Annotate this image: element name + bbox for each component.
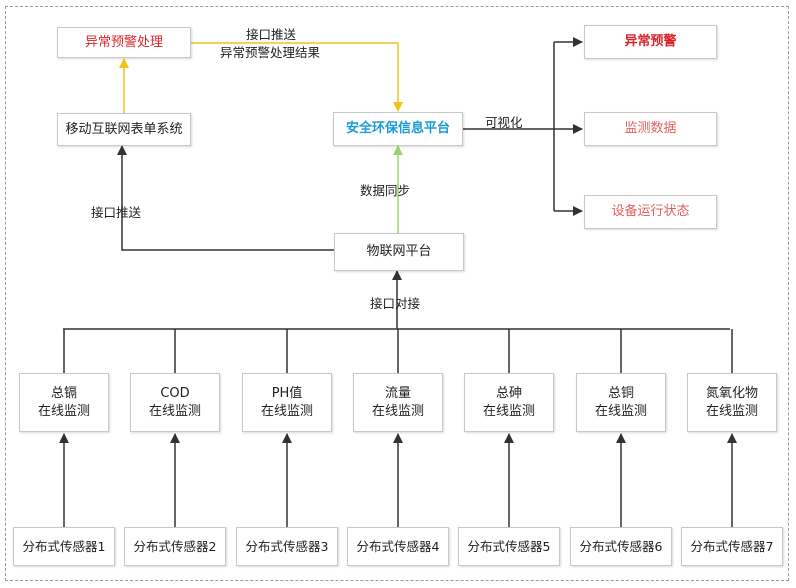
alarm-handling-node[interactable]: 异常预警处理 <box>57 27 191 58</box>
monitor-name: 总镉 <box>50 385 77 401</box>
sensor-node[interactable]: 分布式传感器4 <box>347 527 449 566</box>
monitor-node[interactable]: 总铜在线监测 <box>576 373 666 432</box>
edge-label-push-top: 接口推送 <box>246 27 297 42</box>
mobile-form-node[interactable]: 移动互联网表单系统 <box>57 113 191 146</box>
out-alarm-node[interactable]: 异常预警 <box>584 25 717 59</box>
diagram-frame <box>5 6 789 581</box>
monitor-node[interactable]: 总砷在线监测 <box>464 373 554 432</box>
sensor-label: 分布式传感器7 <box>690 538 774 554</box>
sensor-label: 分布式传感器1 <box>22 538 106 554</box>
safety-platform-label: 安全环保信息平台 <box>345 121 450 136</box>
monitor-node[interactable]: PH值在线监测 <box>242 373 332 432</box>
sensor-node[interactable]: 分布式传感器7 <box>681 527 783 566</box>
sensor-label: 分布式传感器3 <box>245 538 329 554</box>
sensor-node[interactable]: 分布式传感器5 <box>458 527 560 566</box>
monitor-type: 在线监测 <box>594 403 647 419</box>
sensor-node[interactable]: 分布式传感器3 <box>236 527 338 566</box>
bus-drops <box>63 329 733 373</box>
edge-label-visualize: 可视化 <box>485 115 523 130</box>
edge-label-push-result: 异常预警处理结果 <box>220 45 321 60</box>
edge-alarm-to-platform <box>191 42 403 112</box>
sensor-node[interactable]: 分布式传感器2 <box>124 527 226 566</box>
sensor-label: 分布式传感器6 <box>579 538 663 554</box>
out-monitor-node[interactable]: 监测数据 <box>584 112 717 146</box>
iot-platform-node[interactable]: 物联网平台 <box>334 233 464 271</box>
edge-label-push-left: 接口推送 <box>91 205 142 220</box>
safety-platform-node[interactable]: 安全环保信息平台 <box>333 112 463 146</box>
alarm-handling-label: 异常预警处理 <box>84 34 163 50</box>
monitor-node[interactable]: 氮氧化物在线监测 <box>687 373 777 432</box>
monitor-node[interactable]: 流量在线监测 <box>353 373 443 432</box>
monitor-node[interactable]: 总镉在线监测 <box>19 373 109 432</box>
monitor-type: 在线监测 <box>482 403 535 419</box>
monitor-type: 在线监测 <box>705 403 758 419</box>
monitor-name: 流量 <box>384 385 411 401</box>
monitor-name: COD <box>160 385 190 401</box>
monitor-node[interactable]: COD 在线监测 <box>130 373 220 432</box>
out-device-node[interactable]: 设备运行状态 <box>584 195 717 229</box>
sensor-node[interactable]: 分布式传感器6 <box>570 527 672 566</box>
sensor-label: 分布式传感器5 <box>467 538 551 554</box>
monitor-type: 在线监测 <box>371 403 424 419</box>
out-monitor-label: 监测数据 <box>624 121 677 136</box>
monitor-type: 在线监测 <box>37 403 90 419</box>
monitor-name: 总铜 <box>607 385 634 401</box>
monitor-name: PH值 <box>271 385 303 401</box>
monitor-name: 氮氧化物 <box>705 385 758 401</box>
iot-platform-label: 物联网平台 <box>366 244 432 259</box>
monitor-type: 在线监测 <box>148 403 201 419</box>
sensor-arrows <box>59 433 737 527</box>
edge-label-docking: 接口对接 <box>370 296 421 311</box>
sensor-label: 分布式传感器2 <box>133 538 217 554</box>
mobile-form-label: 移动互联网表单系统 <box>65 121 183 137</box>
monitor-name: 总砷 <box>495 385 522 401</box>
out-device-label: 设备运行状态 <box>611 204 690 219</box>
out-alarm-label: 异常预警 <box>624 34 677 49</box>
edge-iot-to-mobile <box>117 145 334 251</box>
monitor-type: 在线监测 <box>260 403 313 419</box>
sensor-label: 分布式传感器4 <box>356 538 440 554</box>
edge-label-data-sync: 数据同步 <box>360 183 411 198</box>
sensor-node[interactable]: 分布式传感器1 <box>13 527 115 566</box>
